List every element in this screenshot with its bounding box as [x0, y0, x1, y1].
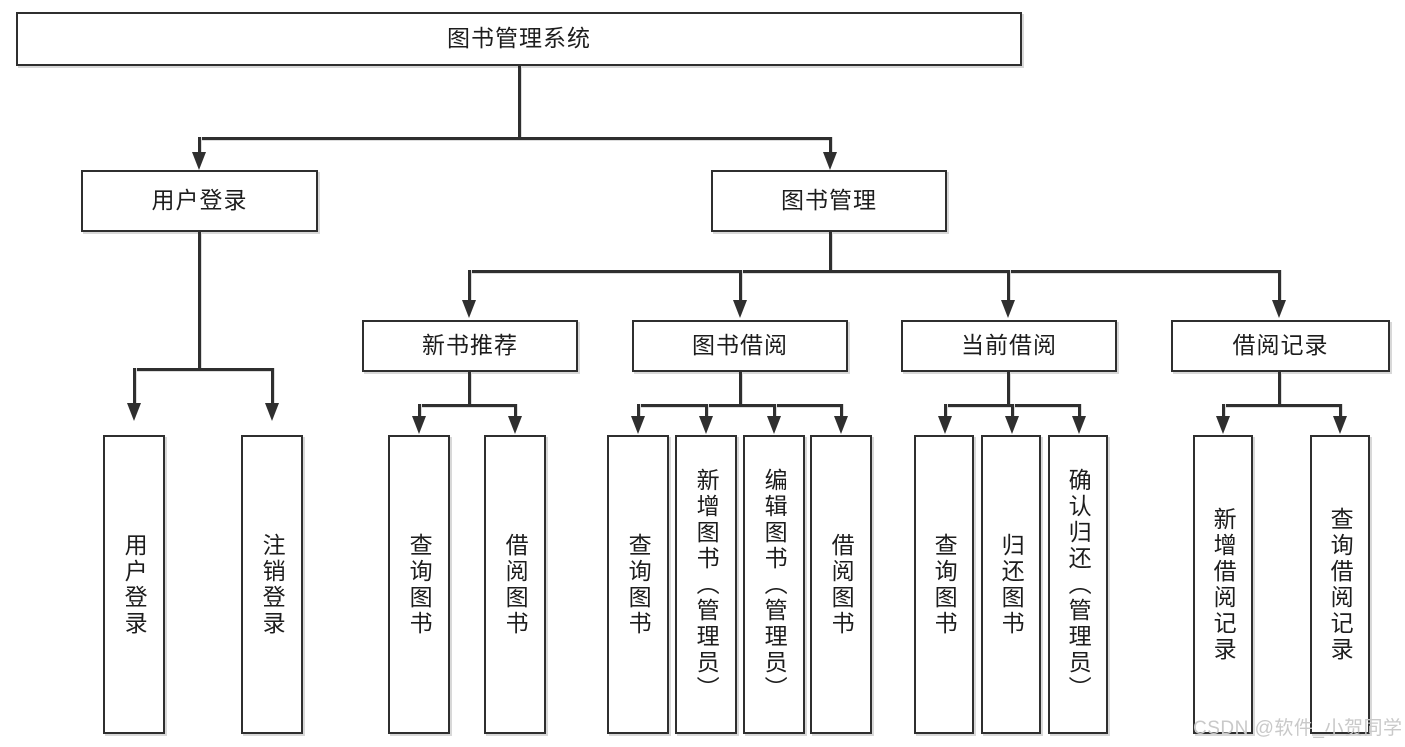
- leaf-book-borrow-borrow-book[interactable]: 借阅图书: [810, 435, 872, 734]
- leaf-borrow-record-query-record[interactable]: 查询借阅记录: [1310, 435, 1370, 734]
- leaf-new-book-borrow-book[interactable]: 借阅图书: [484, 435, 546, 734]
- arrow-book-borrow-leaf2: [699, 416, 713, 434]
- connector-new-book-leaf2: [514, 404, 517, 418]
- arrow-current-borrow-leaf1: [938, 416, 952, 434]
- node-current-borrow[interactable]: 当前借阅: [901, 320, 1117, 372]
- connector-root-stem: [518, 66, 521, 139]
- connector-book-borrow-leaf4: [840, 404, 843, 418]
- leaf-borrow-record-add-record[interactable]: 新增借阅记录: [1193, 435, 1253, 734]
- connector-root-bus: [198, 137, 832, 140]
- node-label: 查询图书: [931, 532, 958, 637]
- leaf-user-login-login[interactable]: 用户登录: [103, 435, 165, 734]
- connector-book-management-bus: [468, 270, 1280, 273]
- connector-current-borrow-leaf3: [1078, 404, 1081, 418]
- node-book-management[interactable]: 图书管理: [711, 170, 947, 232]
- node-label: 图书管理系统: [447, 25, 591, 52]
- node-label: 图书借阅: [692, 332, 788, 359]
- node-label: 归还图书: [998, 532, 1025, 637]
- connector-book-borrow-leaf2: [705, 404, 708, 418]
- node-label: 查询借阅记录: [1327, 506, 1354, 663]
- arrow-bm-to-borrow-record: [1272, 300, 1286, 318]
- connector-user-login-leaf1: [133, 368, 136, 406]
- connector-bm-to-current-borrow: [1007, 270, 1010, 302]
- node-label: 当前借阅: [961, 332, 1057, 359]
- connector-current-borrow-leaf1: [944, 404, 947, 418]
- node-borrow-record[interactable]: 借阅记录: [1171, 320, 1390, 372]
- leaf-book-borrow-query-book[interactable]: 查询图书: [607, 435, 669, 734]
- arrow-book-borrow-leaf4: [834, 416, 848, 434]
- node-label: 注销登录: [259, 532, 286, 637]
- connector-book-borrow-leaf3: [773, 404, 776, 418]
- watermark-text: CSDN @软件_小贺同学: [1193, 718, 1403, 739]
- arrow-current-borrow-leaf3: [1072, 416, 1086, 434]
- node-new-book-recommend[interactable]: 新书推荐: [362, 320, 578, 372]
- arrow-bm-to-new-book: [462, 300, 476, 318]
- connector-user-login-stem: [198, 232, 201, 370]
- arrow-new-book-leaf2: [508, 416, 522, 434]
- node-label: 图书管理: [781, 187, 877, 214]
- connector-new-book-stem: [468, 372, 471, 406]
- node-label: 借阅图书: [828, 532, 855, 637]
- connector-bm-to-book-borrow: [739, 270, 742, 302]
- connector-borrow-record-stem: [1278, 372, 1281, 406]
- connector-book-borrow-bus: [637, 404, 842, 407]
- connector-book-borrow-stem: [739, 372, 742, 406]
- node-label: 借阅记录: [1232, 332, 1329, 359]
- connector-book-borrow-leaf1: [637, 404, 640, 418]
- connector-user-login-bus: [133, 368, 273, 371]
- node-user-login[interactable]: 用户登录: [81, 170, 318, 232]
- arrow-bm-to-book-borrow: [733, 300, 747, 318]
- node-label: 编辑图书（管理员）: [761, 467, 788, 702]
- leaf-current-borrow-query-book[interactable]: 查询图书: [914, 435, 974, 734]
- connector-root-to-book-management: [829, 137, 832, 155]
- node-book-borrow[interactable]: 图书借阅: [632, 320, 848, 372]
- node-label: 新书推荐: [422, 332, 518, 359]
- node-label: 新增借阅记录: [1210, 506, 1237, 663]
- leaf-current-borrow-return-book[interactable]: 归还图书: [981, 435, 1041, 734]
- connector-current-borrow-leaf2: [1011, 404, 1014, 418]
- leaf-book-borrow-add-book[interactable]: 新增图书（管理员）: [675, 435, 737, 734]
- connector-borrow-record-leaf2: [1339, 404, 1342, 418]
- leaf-book-borrow-edit-book[interactable]: 编辑图书（管理员）: [743, 435, 805, 734]
- connector-new-book-leaf1: [418, 404, 421, 418]
- arrow-borrow-record-leaf2: [1333, 416, 1347, 434]
- connector-borrow-record-leaf1: [1222, 404, 1225, 418]
- arrow-book-borrow-leaf1: [631, 416, 645, 434]
- leaf-new-book-query-book[interactable]: 查询图书: [388, 435, 450, 734]
- node-label: 借阅图书: [502, 532, 529, 637]
- node-label: 新增图书（管理员）: [693, 467, 720, 702]
- node-label: 查询图书: [625, 532, 652, 637]
- connector-bm-to-new-book: [468, 270, 471, 302]
- arrow-root-to-user-login: [192, 152, 206, 170]
- arrow-user-login-leaf1: [127, 403, 141, 421]
- leaf-current-borrow-confirm-return[interactable]: 确认归还（管理员）: [1048, 435, 1108, 734]
- connector-borrow-record-bus: [1222, 404, 1341, 407]
- connector-new-book-bus: [418, 404, 516, 407]
- arrow-bm-to-current-borrow: [1001, 300, 1015, 318]
- connector-bm-to-borrow-record: [1278, 270, 1281, 302]
- connector-root-to-user-login: [198, 137, 201, 155]
- arrow-new-book-leaf1: [412, 416, 426, 434]
- arrow-user-login-leaf2: [265, 403, 279, 421]
- connector-current-borrow-stem: [1007, 372, 1010, 406]
- node-root-book-management-system[interactable]: 图书管理系统: [16, 12, 1022, 66]
- node-label: 确认归还（管理员）: [1065, 467, 1092, 702]
- node-label: 用户登录: [121, 532, 148, 637]
- arrow-current-borrow-leaf2: [1005, 416, 1019, 434]
- connector-book-management-stem: [829, 232, 832, 272]
- arrow-borrow-record-leaf1: [1216, 416, 1230, 434]
- node-label: 用户登录: [151, 187, 248, 214]
- arrow-root-to-book-management: [823, 152, 837, 170]
- arrow-book-borrow-leaf3: [767, 416, 781, 434]
- connector-user-login-leaf2: [271, 368, 274, 406]
- leaf-user-login-logout[interactable]: 注销登录: [241, 435, 303, 734]
- node-label: 查询图书: [406, 532, 433, 637]
